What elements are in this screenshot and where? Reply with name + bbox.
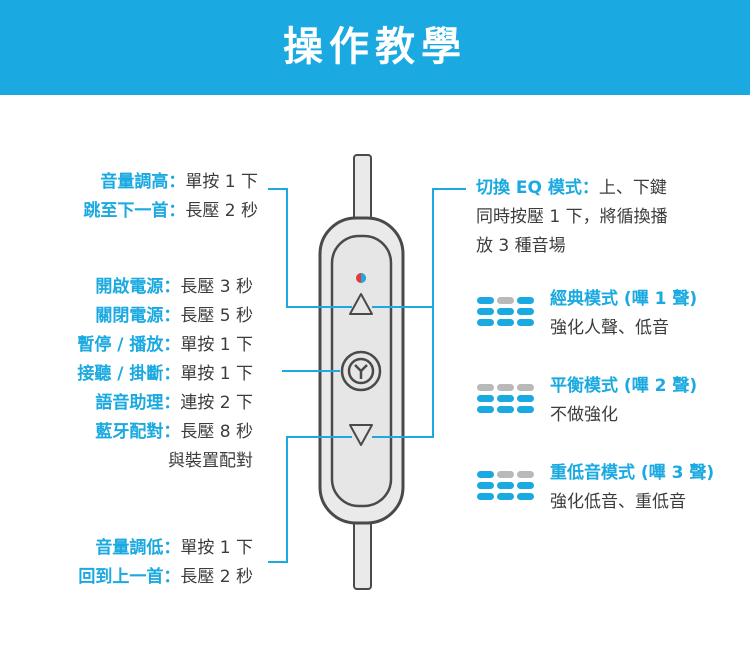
- eq-mode-desc: 強化低音、重低音: [550, 492, 686, 512]
- volume-down-button: [349, 424, 373, 446]
- instruction-answer-hangup: 接聽 / 掛斷：單按 1 下: [77, 362, 253, 386]
- eq-classic-icon: [477, 297, 534, 326]
- eq-bass-icon: [477, 471, 534, 500]
- leader-eq-switch: [372, 188, 466, 438]
- instruction-next-track: 跳至下一首：長壓 2 秒: [83, 199, 258, 223]
- instruction-action: 長壓 3 秒: [180, 277, 253, 297]
- eq-mode-desc: 不做強化: [550, 405, 618, 425]
- instruction-label: 關閉電源：: [95, 306, 181, 326]
- eq-switch-line3: 放 3 種音場: [476, 236, 566, 256]
- instruction-label: 音量調高：: [100, 172, 186, 192]
- eq-mode-title: 平衡模式 (嗶 2 聲): [550, 376, 698, 396]
- page-title: 操作教學: [283, 24, 467, 70]
- instruction-label: 暫停 / 播放：: [77, 335, 181, 355]
- instruction-action: 上、下鍵: [598, 178, 667, 198]
- eq-mode-title: 重低音模式 (嗶 3 聲): [550, 463, 715, 483]
- instruction-label: 語音助理：: [95, 393, 181, 413]
- instruction-eq-switch: 切換 EQ 模式：上、下鍵: [476, 176, 667, 200]
- instruction-label: 切換 EQ 模式：: [476, 178, 599, 198]
- instruction-action: 單按 1 下: [185, 172, 258, 192]
- cable-top: [353, 154, 372, 226]
- instruction-volume-up: 音量調高：單按 1 下: [100, 170, 258, 194]
- eq-switch-line2: 同時按壓 1 下，將循換播: [476, 207, 668, 227]
- instruction-action: 長壓 8 秒: [180, 422, 253, 442]
- instruction-power-off: 關閉電源：長壓 5 秒: [95, 304, 253, 328]
- instruction-volume-down: 音量調低：單按 1 下: [95, 536, 253, 560]
- instruction-action: 單按 1 下: [180, 335, 253, 355]
- leader-volume-down: [268, 436, 352, 563]
- instruction-prev-track: 回到上一首：長壓 2 秒: [78, 565, 253, 589]
- instruction-action: 連按 2 下: [180, 393, 253, 413]
- instruction-label: 開啟電源：: [95, 277, 181, 297]
- instruction-bt-pairing: 藍牙配對：長壓 8 秒: [95, 420, 253, 444]
- instruction-bt-pairing-note: 與裝置配對: [168, 451, 253, 471]
- instruction-action: 單按 1 下: [180, 538, 253, 558]
- leader-volume-up: [268, 188, 352, 308]
- instruction-action: 長壓 5 秒: [180, 306, 253, 326]
- eq-mode-desc: 強化人聲、低音: [550, 318, 669, 338]
- eq-mode-title: 經典模式 (嗶 1 聲): [550, 289, 698, 309]
- volume-up-button: [349, 293, 373, 315]
- instruction-voice-assistant: 語音助理：連按 2 下: [95, 391, 253, 415]
- header-banner: [0, 0, 750, 95]
- instruction-label: 跳至下一首：: [83, 201, 186, 221]
- instruction-action: 長壓 2 秒: [180, 567, 253, 587]
- instruction-action: 單按 1 下: [180, 364, 253, 384]
- eq-balanced-icon: [477, 384, 534, 413]
- instruction-power-on: 開啟電源：長壓 3 秒: [95, 275, 253, 299]
- instruction-label: 接聽 / 掛斷：: [77, 364, 181, 384]
- instruction-action: 長壓 2 秒: [185, 201, 258, 221]
- logo-icon: [347, 357, 375, 385]
- instruction-pause-play: 暫停 / 播放：單按 1 下: [77, 333, 253, 357]
- instruction-label: 音量調低：: [95, 538, 181, 558]
- instruction-label: 回到上一首：: [78, 567, 181, 587]
- instruction-label: 藍牙配對：: [95, 422, 181, 442]
